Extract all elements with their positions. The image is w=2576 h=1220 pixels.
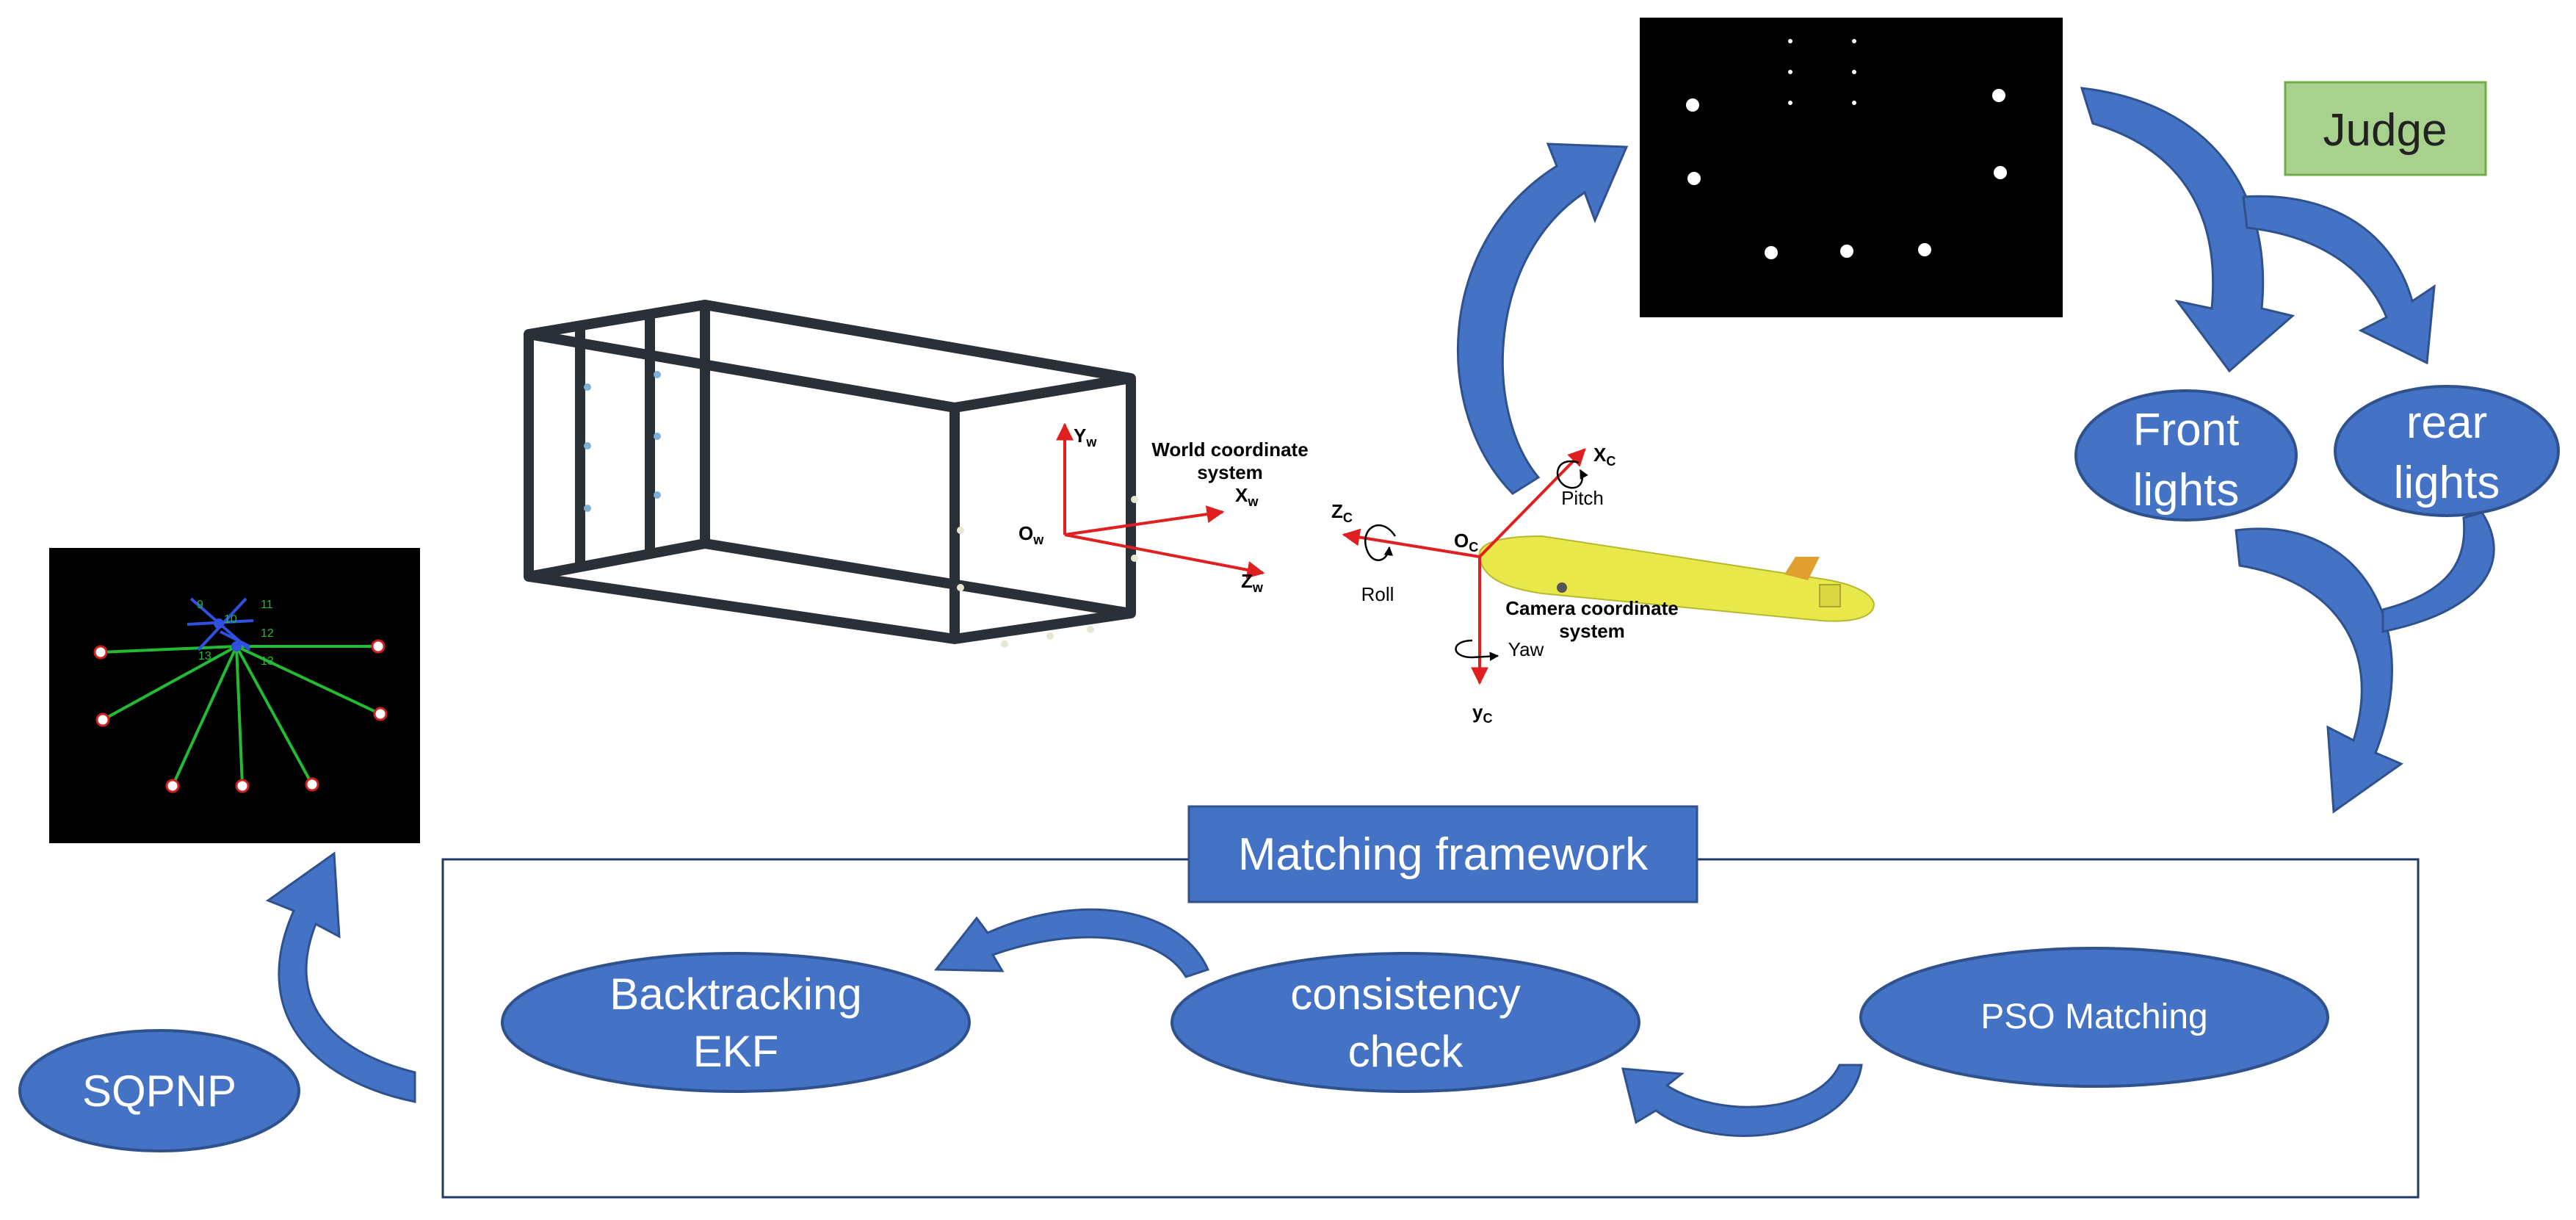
curved-arrow-icon: [2242, 195, 2436, 365]
svg-text:Xw: Xw: [1235, 484, 1259, 509]
front-lights-line2: lights: [2133, 465, 2240, 516]
svg-text:yC: yC: [1472, 701, 1492, 726]
svg-text:ZC: ZC: [1331, 500, 1353, 525]
curved-arrow-icon: [2235, 527, 2404, 814]
curved-arrow-icon: [2080, 87, 2295, 373]
curved-arrows: [265, 87, 2495, 1137]
pso-matching-label: PSO Matching: [1980, 997, 2207, 1036]
front-lights-node: Front lights: [2074, 389, 2298, 521]
rear-lights-line1: rear: [2406, 397, 2487, 448]
curved-arrow-icon: [2381, 511, 2495, 633]
world-axes: Ow Yw Xw Zw World coordinate system: [1019, 422, 1309, 595]
svg-text:Ow: Ow: [1019, 522, 1044, 547]
svg-text:Zw: Zw: [1241, 570, 1264, 595]
camera-coordinate-label-2: system: [1559, 620, 1625, 642]
consistency-check-line2: check: [1348, 1027, 1464, 1076]
pso-matching-node: PSO Matching: [1859, 947, 2329, 1088]
world-coordinate-label-1: World coordinate: [1151, 438, 1308, 461]
svg-text:XC: XC: [1593, 444, 1616, 469]
rear-lights-line2: lights: [2394, 458, 2500, 508]
pose-label-4: 9: [197, 599, 203, 611]
backtracking-ekf-line1: Backtracking: [609, 970, 861, 1019]
judge-box: Judge: [2284, 81, 2487, 176]
pose-label-3: 13: [261, 655, 274, 668]
yaw-label: Yaw: [1508, 638, 1544, 660]
curved-arrow-icon: [1621, 1064, 1863, 1137]
led-image-top: [1640, 18, 2063, 317]
backtracking-ekf-line2: EKF: [693, 1027, 779, 1076]
matching-framework-container: Matching framework: [441, 805, 2420, 1199]
matching-framework-title: Matching framework: [1238, 829, 1649, 880]
curved-arrow-icon: [265, 851, 416, 1103]
svg-text:Yw: Yw: [1074, 425, 1097, 450]
judge-label: Judge: [2323, 105, 2447, 156]
pose-label-5: 10: [224, 613, 237, 626]
pose-label-6: 13: [198, 650, 211, 663]
sqpnp-node: SQPNP: [18, 1029, 300, 1152]
curved-arrow-icon: [1456, 142, 1629, 495]
sqpnp-label: SQPNP: [82, 1066, 236, 1116]
consistency-check-line1: consistency: [1290, 970, 1520, 1019]
backtracking-ekf-node: Backtracking EKF: [501, 952, 971, 1093]
rear-lights-node: rear lights: [2334, 385, 2560, 517]
pose-label-1: 11: [261, 599, 273, 611]
curved-arrow-icon: [933, 908, 1210, 978]
pose-label-2: 12: [261, 627, 274, 640]
front-lights-line1: Front: [2133, 405, 2240, 455]
world-coordinate-label-2: system: [1197, 461, 1263, 483]
pitch-label: Pitch: [1561, 487, 1604, 509]
camera-axes: OC XC ZC yC Roll Pitch Yaw Camera coordi…: [1331, 444, 1679, 726]
auv-vehicle: [1478, 535, 1875, 622]
pose-estimation-image: 11 12 13 9 10 13: [49, 548, 420, 843]
camera-coordinate-label-1: Camera coordinate: [1505, 597, 1679, 619]
consistency-check-node: consistency check: [1171, 952, 1640, 1093]
roll-label: Roll: [1361, 583, 1394, 605]
svg-text:OC: OC: [1454, 530, 1478, 555]
frame-structure: [524, 300, 1136, 644]
